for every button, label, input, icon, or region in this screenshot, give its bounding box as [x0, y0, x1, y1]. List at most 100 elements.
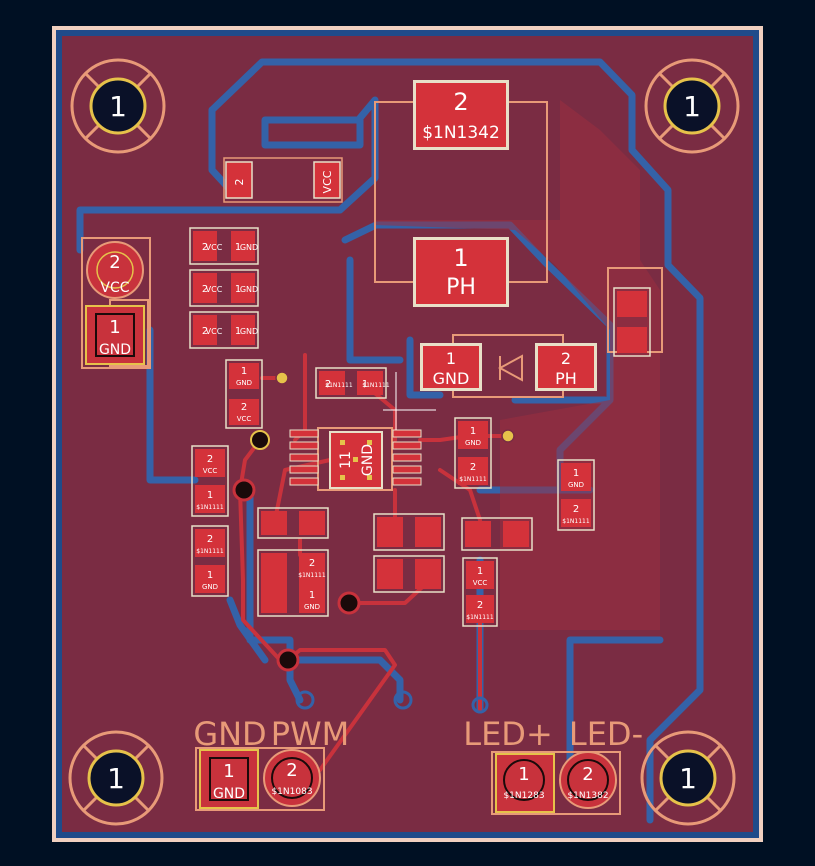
ic-pad-number: 11 — [338, 451, 354, 469]
pad-net-name: $1N1111 — [466, 614, 494, 621]
resistor-center-gnd[interactable]: 2 $1N1111 1 GND — [257, 549, 329, 617]
ic-pad-net-name: GND — [360, 444, 376, 476]
pad-top-2[interactable]: 2 $1N1342 — [413, 80, 509, 150]
resistor-right-top[interactable] — [613, 287, 651, 357]
pad-number: 1 — [241, 366, 247, 377]
capacitor-top[interactable]: 2 VCC — [223, 157, 343, 203]
resistor-left-2[interactable]: 2 $1N1111 1 GND — [191, 525, 229, 597]
capacitor-row-1[interactable]: 2 VCC 1 GND — [189, 227, 259, 265]
pad-net-name: GND — [304, 603, 320, 611]
mounting-hole-bottom-right: 1 — [640, 730, 736, 826]
capacitor-row-2[interactable]: 2 VCC 1 GND — [189, 269, 259, 307]
power-connector[interactable]: 2 VCC 1 GND — [81, 237, 151, 369]
pad-net-name: VCC — [237, 415, 252, 423]
pad-number: 1 — [207, 490, 213, 501]
pad-number: 1 — [573, 468, 579, 479]
pad-number: 2 — [573, 504, 579, 515]
resistor-mid[interactable]: 1 GND 2 VCC — [225, 359, 263, 429]
resistor-center-right[interactable] — [373, 513, 445, 593]
silk-label-pwm: PWM — [271, 715, 350, 753]
pad-net-name: $1N1111 — [562, 518, 590, 525]
pad-number: 1 — [309, 590, 315, 601]
ic-package[interactable]: 11 GND — [289, 429, 422, 489]
pad-number: 1 — [235, 326, 241, 337]
pad-number: 2 — [233, 179, 246, 186]
capacitor-row-3[interactable]: 2 VCC 1 GND — [189, 311, 259, 349]
resistor-small-top[interactable]: 2 $1N1111 1 $1N1111 — [315, 367, 390, 399]
pad-net-name: VCC — [206, 327, 223, 336]
pad-top-1[interactable]: 1 PH — [413, 237, 509, 307]
pad-net-name: $1N1111 — [459, 476, 487, 483]
pad-number: 2 — [202, 242, 208, 253]
diode[interactable]: 1 GND 2 PH — [420, 343, 597, 391]
mounting-hole-bottom-left: 1 — [68, 730, 164, 826]
mounting-hole-top-left: 1 — [70, 58, 166, 154]
pad-number: 2 — [202, 326, 208, 337]
diode-symbol-icon — [497, 354, 523, 382]
pin-net-name: $1N1083 — [271, 787, 312, 797]
pwm-connector[interactable]: GND PWM 1 GND 2 $1N1083 — [193, 715, 350, 809]
pad-number: 1 — [477, 566, 483, 577]
pad-number: 1 — [453, 244, 468, 272]
pin-number: 1 — [518, 764, 529, 785]
pad-net-name: $1N1111 — [196, 504, 224, 511]
pad-net-name: $1N1111 — [362, 382, 390, 389]
pad-number: 1 — [235, 284, 241, 295]
resistor-far-right[interactable]: 1 GND 2 $1N1111 — [557, 459, 595, 531]
pad-number: 1 — [235, 242, 241, 253]
pad-net-name: $1N1111 — [325, 382, 353, 389]
pin-net-name: $1N1283 — [503, 791, 544, 801]
pad-net-name: GND — [465, 439, 481, 447]
pad-net-name: $1N1342 — [422, 123, 500, 143]
pad-number: 2 — [207, 454, 213, 465]
pad-net-name: GND — [240, 327, 258, 336]
pad-net-name: VCC — [473, 579, 488, 587]
copper-zone — [375, 100, 660, 630]
pad-net-name: $1N1111 — [298, 572, 326, 579]
pin-net-name: GND — [213, 786, 245, 802]
pad-net-name: VCC — [203, 467, 218, 475]
vias — [232, 371, 515, 714]
pad-net-name: PH — [446, 275, 476, 300]
resistor-center-left[interactable] — [257, 507, 329, 539]
cursor-crosshair-icon — [383, 372, 436, 430]
pad-net-name: PH — [555, 369, 577, 388]
resistor-right-ic[interactable]: 1 GND 2 $1N1111 — [454, 417, 492, 489]
pad-net-name: GND — [240, 243, 258, 252]
mounting-hole-label: 1 — [679, 762, 697, 795]
silk-label-led-minus: LED- — [569, 715, 643, 753]
pin-net-name: $1N1382 — [567, 791, 608, 801]
pad-net-name: GND — [433, 369, 470, 388]
silk-label-gnd: GND — [193, 715, 266, 753]
led-connector[interactable]: LED+ LED- 1 $1N1283 2 $1N1382 — [463, 715, 643, 813]
pad-net-name: GND — [236, 379, 252, 387]
pad-net-name: VCC — [321, 170, 334, 193]
pad-number: 2 — [207, 534, 213, 545]
pad-net-name: $1N1111 — [196, 548, 224, 555]
pad-number: 1 — [207, 570, 213, 581]
pad-number: 2 — [309, 558, 315, 569]
pad-number: 1 — [470, 426, 476, 437]
pad-number: 1 — [446, 349, 456, 368]
resistor-left-1[interactable]: 2 VCC 1 $1N1111 — [191, 445, 229, 517]
pad-number: 2 — [202, 284, 208, 295]
pin-number: 2 — [582, 764, 593, 785]
pin-net-name: VCC — [100, 280, 129, 296]
mounting-hole-label: 1 — [109, 90, 127, 123]
mounting-hole-label: 1 — [107, 762, 125, 795]
pad-number: 2 — [470, 462, 476, 473]
pad-net-name: GND — [202, 583, 218, 591]
pad-number: 2 — [325, 379, 331, 390]
pin-number: 2 — [109, 252, 120, 273]
pad-number: 2 — [453, 88, 468, 116]
pad-number: 2 — [561, 349, 571, 368]
resistor-vcc[interactable]: 1 VCC 2 $1N1111 — [461, 517, 533, 627]
silk-label-led-plus: LED+ — [463, 715, 553, 753]
pin-number: 2 — [286, 760, 297, 781]
pin-net-name: GND — [99, 342, 131, 358]
mounting-hole-top-right: 1 — [644, 58, 740, 154]
mounting-hole-label: 1 — [683, 90, 701, 123]
pad-number: 1 — [362, 379, 368, 390]
